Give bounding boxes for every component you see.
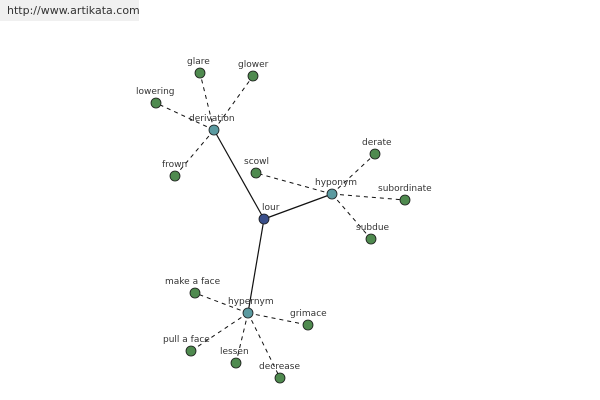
node-glare-dot[interactable] (194, 67, 206, 79)
node-pull-a-face-label: pull a face (163, 335, 210, 345)
node-hypernym-dot[interactable] (242, 307, 254, 319)
node-lour-label: lour (262, 203, 280, 213)
edge-lour-derivation (213, 129, 265, 220)
source-url-banner[interactable]: http://www.artikata.com (0, 0, 140, 21)
node-scowl[interactable]: scowl (244, 157, 269, 179)
node-derivation-label: derivation (189, 114, 235, 124)
node-pull-a-face[interactable]: pull a face (163, 335, 210, 357)
edge-derivation-glower (213, 75, 254, 131)
edges-layer (155, 72, 406, 379)
edge-derivation-glare (199, 72, 215, 131)
node-hypernym[interactable]: hypernym (228, 297, 274, 319)
edge-derivation-lowering (155, 102, 215, 131)
edge-hypernym-lessen (235, 312, 249, 364)
node-lessen-label: lessen (220, 347, 249, 357)
node-lowering-label: lowering (136, 87, 175, 97)
node-scowl-label: scowl (244, 157, 269, 167)
node-subdue-label: subdue (356, 223, 390, 233)
node-subordinate-dot[interactable] (399, 194, 411, 206)
node-frown[interactable]: frown (162, 160, 187, 182)
node-derate-dot[interactable] (369, 148, 381, 160)
node-frown-label: frown (162, 160, 187, 170)
node-lowering-dot[interactable] (150, 97, 162, 109)
edge-hyponym-scowl (255, 172, 333, 195)
node-derate[interactable]: derate (362, 138, 392, 160)
node-make-a-face[interactable]: make a face (165, 277, 221, 299)
node-derivation-dot[interactable] (208, 124, 220, 136)
node-make-a-face-dot[interactable] (189, 287, 201, 299)
node-grimace[interactable]: grimace (290, 309, 327, 331)
node-glower-label: glower (238, 60, 269, 70)
edge-lour-hypernym (247, 218, 265, 314)
edge-derivation-frown (174, 129, 215, 177)
node-hyponym-label: hyponym (315, 178, 357, 188)
edge-hyponym-subordinate (331, 193, 406, 201)
edge-hypernym-grimace (247, 312, 309, 326)
node-decrease[interactable]: decrease (259, 362, 300, 384)
node-derate-label: derate (362, 138, 392, 148)
edge-hypernym-make-a-face (194, 292, 249, 314)
edge-lour-hyponym (263, 193, 333, 220)
node-lessen[interactable]: lessen (220, 347, 249, 369)
node-lessen-dot[interactable] (230, 357, 242, 369)
edge-hyponym-subdue (331, 193, 372, 240)
node-grimace-dot[interactable] (302, 319, 314, 331)
node-subdue-dot[interactable] (365, 233, 377, 245)
node-pull-a-face-dot[interactable] (185, 345, 197, 357)
node-subordinate[interactable]: subordinate (378, 184, 432, 206)
node-hyponym-dot[interactable] (326, 188, 338, 200)
node-scowl-dot[interactable] (250, 167, 262, 179)
node-make-a-face-label: make a face (165, 277, 221, 287)
node-lour[interactable]: lour (258, 203, 280, 225)
node-glare-label: glare (187, 57, 210, 67)
node-frown-dot[interactable] (169, 170, 181, 182)
edge-hypernym-pull-a-face (190, 312, 249, 352)
nodes-layer: lour derivation hyponym hypernym glare glower… (136, 57, 432, 384)
node-glare[interactable]: glare (187, 57, 210, 79)
node-lour-dot[interactable] (258, 213, 270, 225)
node-glower[interactable]: glower (238, 60, 269, 82)
node-decrease-label: decrease (259, 362, 300, 372)
node-derivation[interactable]: derivation (189, 114, 235, 136)
node-grimace-label: grimace (290, 309, 327, 319)
edge-hyponym-derate (331, 153, 376, 195)
node-hyponym[interactable]: hyponym (315, 178, 357, 200)
node-hypernym-label: hypernym (228, 297, 274, 307)
node-glower-dot[interactable] (247, 70, 259, 82)
node-lowering[interactable]: lowering (136, 87, 175, 109)
node-decrease-dot[interactable] (274, 372, 286, 384)
node-subdue[interactable]: subdue (356, 223, 390, 245)
node-subordinate-label: subordinate (378, 184, 432, 194)
